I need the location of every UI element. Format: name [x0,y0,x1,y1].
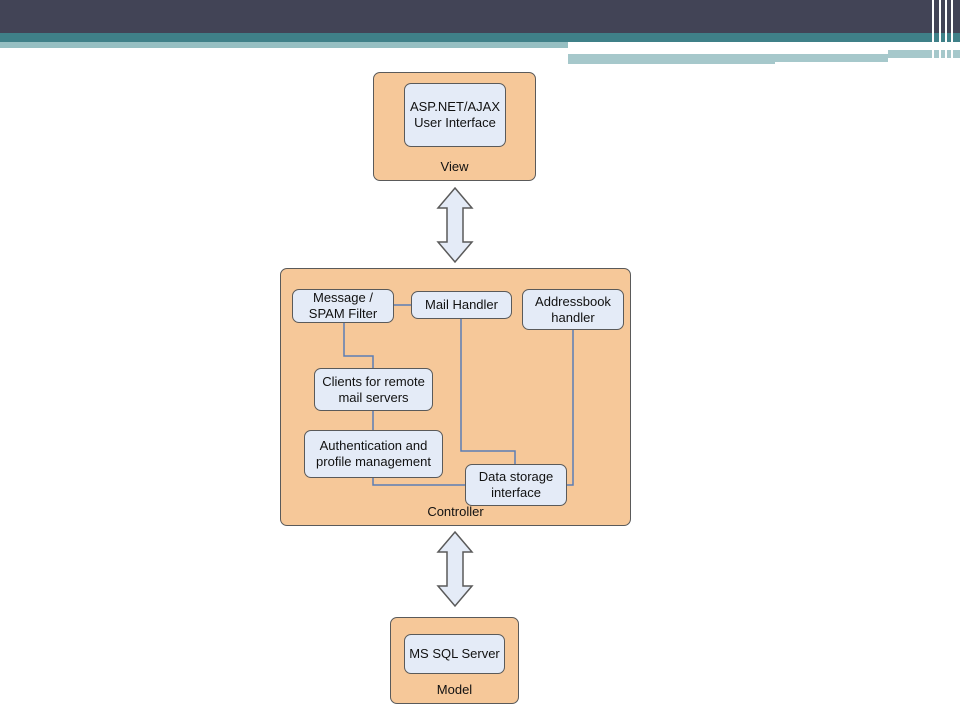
ms-sql-server-box: MS SQL Server [404,634,505,674]
controller-label: Controller [427,504,484,519]
accent-band-line [775,62,888,64]
corner-stripe [932,0,934,58]
connector-filter-clients [343,322,374,368]
view-group: ASP.NET/AJAX User Interface View [373,72,536,181]
accent-band-right [568,54,888,64]
data-storage-interface-box: Data storage interface [465,464,567,506]
connector-auth-storage [372,478,465,486]
model-label: Model [436,682,473,697]
addressbook-handler-box: Addressbook handler [522,289,624,330]
controller-model-double-arrow [436,530,474,608]
title-bar [0,0,960,33]
corner-stripe [951,0,953,68]
accent-band-gap [568,42,960,45]
clients-remote-mail-box: Clients for remote mail servers [314,368,433,411]
authentication-profile-box: Authentication and profile management [304,430,443,478]
ui-box: ASP.NET/AJAX User Interface [404,83,506,147]
view-label: View [440,159,469,174]
connector-mail-storage [460,318,516,464]
accent-band-light [0,42,568,48]
corner-stripe [939,0,941,64]
corner-stripe [945,0,947,66]
message-spam-filter-box: Message / SPAM Filter [292,289,394,323]
view-controller-double-arrow [436,186,474,264]
mail-handler-box: Mail Handler [411,291,512,319]
accent-band [0,33,960,42]
model-group: MS SQL Server Model [390,617,519,704]
accent-band-corner [888,50,960,58]
connector-addressbook-storage [566,330,574,486]
